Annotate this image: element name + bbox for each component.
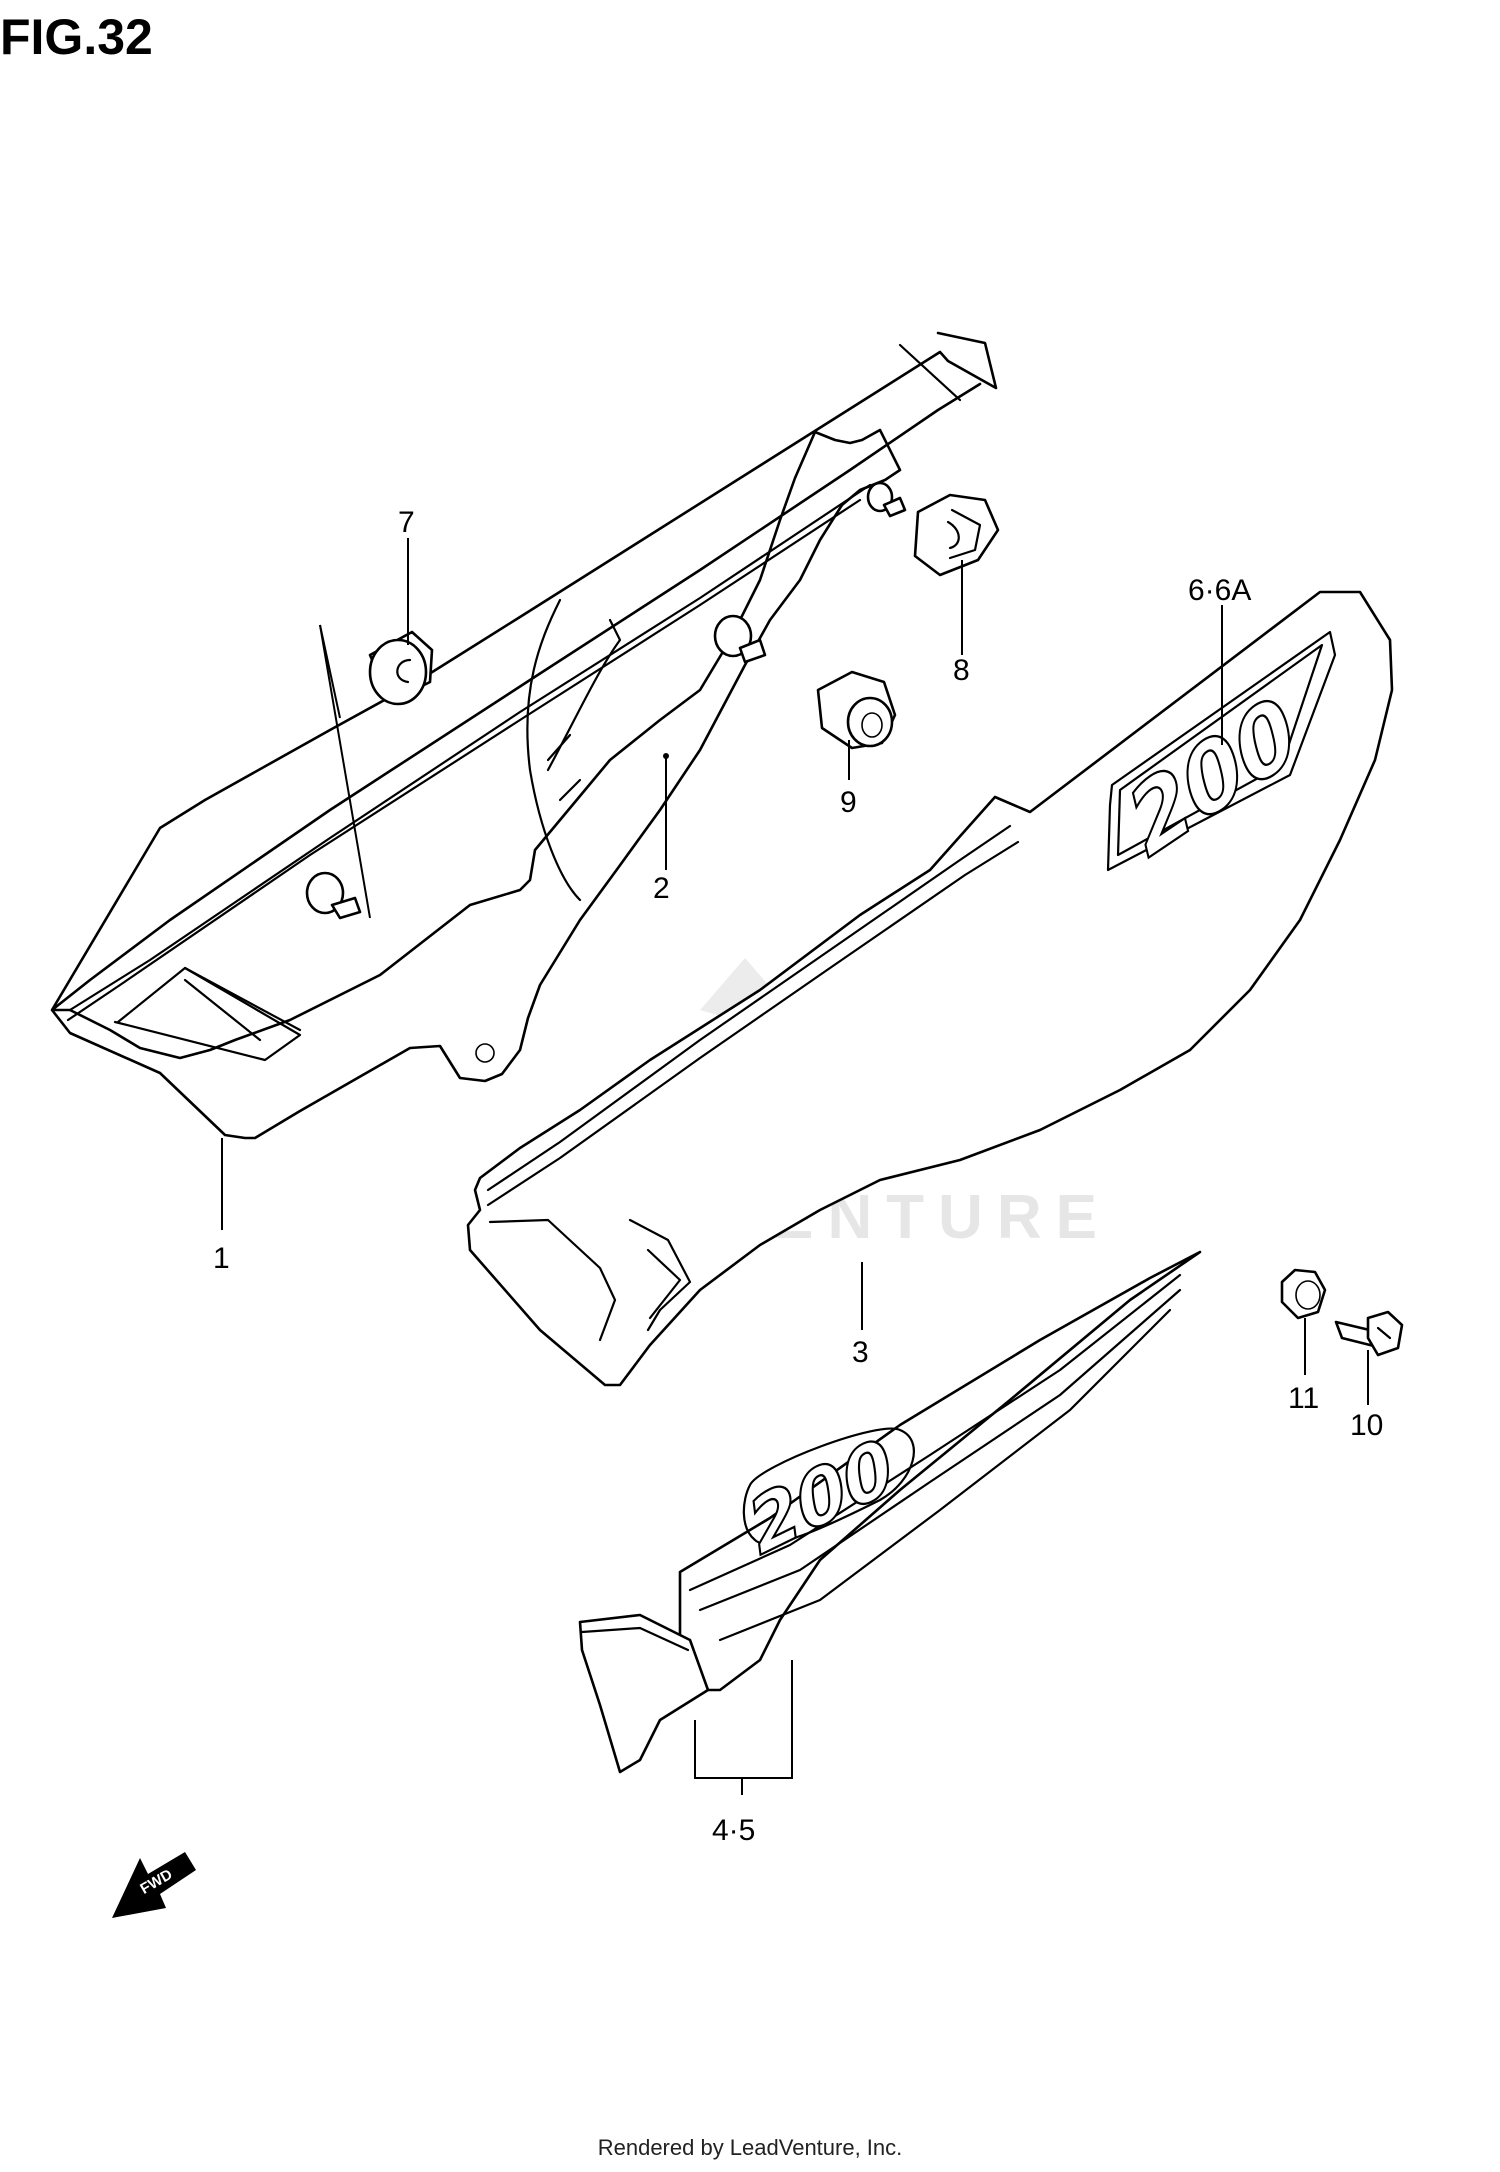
leader-7-a: [319, 624, 341, 719]
part-10-screw: [1334, 1310, 1404, 1357]
fwd-arrow-icon: FWD: [112, 1852, 196, 1918]
callout-6-6a: 6·6A: [1188, 574, 1251, 607]
callout-1: 1: [213, 1242, 230, 1275]
callout-2: 2: [653, 872, 670, 905]
footer-credit: Rendered by LeadVenture, Inc.: [597, 2135, 903, 2160]
leader-4-5: [694, 1660, 793, 1779]
callout-10: 10: [1350, 1409, 1383, 1442]
callout-4-5: 4·5: [712, 1814, 755, 1847]
callout-11: 11: [1288, 1382, 1319, 1415]
part-9-collar: [816, 670, 897, 750]
part-2-marker: [663, 753, 669, 759]
part-11-nut: [1280, 1268, 1327, 1320]
callout-3: 3: [852, 1336, 869, 1369]
part-7-grommet: [368, 630, 434, 706]
callout-9: 9: [840, 786, 857, 819]
leader-7-stud: [319, 624, 371, 919]
part-4-5-stripe-decal: [578, 1250, 1202, 1774]
part-8-grommet: [913, 493, 1000, 577]
part-3-side-cover: [466, 590, 1394, 1387]
callout-8: 8: [953, 654, 970, 687]
callout-7: 7: [398, 506, 415, 539]
part-1-frame-cover: [50, 331, 998, 1140]
figure-title: FIG.32: [0, 9, 153, 65]
